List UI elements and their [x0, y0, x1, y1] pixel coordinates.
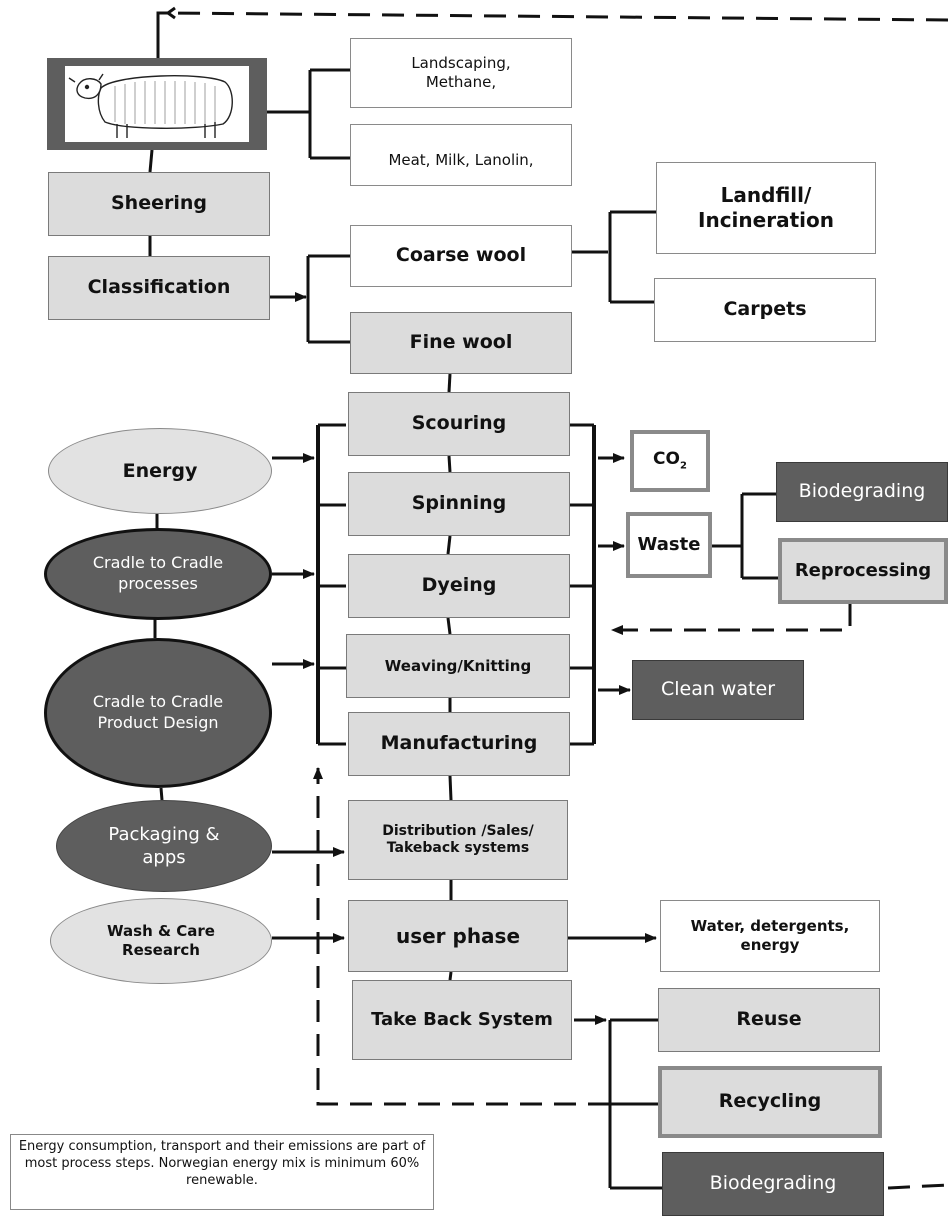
- packaging-apps-oval: Packaging & apps: [56, 800, 272, 892]
- recycling-label: Recycling: [718, 1090, 822, 1113]
- co2-box: CO2: [630, 430, 710, 492]
- user-phase-label: user phase: [395, 923, 521, 948]
- scouring-label: Scouring: [411, 412, 507, 435]
- biodegrading-bottom-box: Biodegrading: [662, 1152, 884, 1216]
- water-detergents-box: Water, detergents, energy: [660, 900, 880, 972]
- take-back-system-box: Take Back System: [352, 980, 572, 1060]
- reprocessing-box: Reprocessing: [778, 538, 948, 604]
- landscaping-label: Landscaping, Methane,: [411, 54, 511, 91]
- waste-label: Waste: [637, 533, 701, 555]
- classification-label: Classification: [87, 276, 231, 299]
- waste-box: Waste: [626, 512, 712, 578]
- sheering-label: Sheering: [111, 192, 207, 215]
- c2c-design-label: Cradle to Cradle Product Design: [92, 692, 224, 732]
- weaving-knitting-box: Weaving/Knitting: [346, 634, 570, 698]
- sheep-icon: [65, 66, 249, 142]
- c2c-processes-label: Cradle to Cradle processes: [92, 553, 224, 593]
- dyeing-box: Dyeing: [348, 554, 570, 618]
- manufacturing-box: Manufacturing: [348, 712, 570, 776]
- coarse-wool-box: Coarse wool: [350, 225, 572, 287]
- energy-oval: Energy: [48, 428, 272, 514]
- meat-label: Meat, Milk, Lanolin,: [388, 150, 534, 169]
- distribution-label: Distribution /Sales/ Takeback systems: [382, 822, 534, 857]
- user-phase-box: user phase: [348, 900, 568, 972]
- clean-water-box: Clean water: [632, 660, 804, 720]
- landfill-incineration-box: Landfill/ Incineration: [656, 162, 876, 254]
- scouring-box: Scouring: [348, 392, 570, 456]
- recycling-box: Recycling: [658, 1066, 882, 1138]
- biodegrading-bottom-label: Biodegrading: [709, 1172, 837, 1195]
- fine-wool-box: Fine wool: [350, 312, 572, 374]
- reprocessing-label: Reprocessing: [794, 559, 932, 581]
- wash-care-oval: Wash & Care Research: [50, 898, 272, 984]
- reuse-box: Reuse: [658, 988, 880, 1052]
- sheep-illustration-frame: [47, 58, 267, 150]
- sheering-box: Sheering: [48, 172, 270, 236]
- weaving-label: Weaving/Knitting: [384, 656, 532, 675]
- co2-subscript: 2: [679, 460, 687, 472]
- c2c-design-oval: Cradle to Cradle Product Design: [44, 638, 272, 788]
- landscaping-methane-box: Landscaping, Methane,: [350, 38, 572, 108]
- coarse-wool-label: Coarse wool: [395, 244, 527, 267]
- carpets-label: Carpets: [723, 298, 807, 321]
- c2c-processes-oval: Cradle to Cradle processes: [44, 528, 272, 620]
- spinning-label: Spinning: [411, 492, 507, 515]
- biodegrading-top-label: Biodegrading: [798, 480, 926, 503]
- clean-water-label: Clean water: [660, 678, 776, 701]
- co2-label: CO2: [653, 449, 687, 472]
- reuse-label: Reuse: [736, 1008, 802, 1031]
- energy-note-text: Energy consumption, transport and their …: [18, 1139, 426, 1188]
- spinning-box: Spinning: [348, 472, 570, 536]
- packaging-label: Packaging & apps: [108, 823, 220, 868]
- wash-care-label: Wash & Care Research: [107, 921, 215, 960]
- energy-label: Energy: [122, 459, 198, 482]
- landfill-label: Landfill/ Incineration: [698, 183, 834, 232]
- carpets-box: Carpets: [654, 278, 876, 342]
- fine-wool-label: Fine wool: [409, 331, 513, 354]
- biodegrading-top-box: Biodegrading: [776, 462, 948, 522]
- manufacturing-label: Manufacturing: [380, 732, 538, 755]
- classification-box: Classification: [48, 256, 270, 320]
- distribution-box: Distribution /Sales/ Takeback systems: [348, 800, 568, 880]
- energy-note: Energy consumption, transport and their …: [10, 1134, 434, 1210]
- water-detergents-label: Water, detergents, energy: [690, 917, 850, 954]
- meat-milk-lanolin-box: Meat, Milk, Lanolin,: [350, 124, 572, 186]
- dyeing-label: Dyeing: [421, 574, 497, 597]
- take-back-label: Take Back System: [371, 1008, 553, 1030]
